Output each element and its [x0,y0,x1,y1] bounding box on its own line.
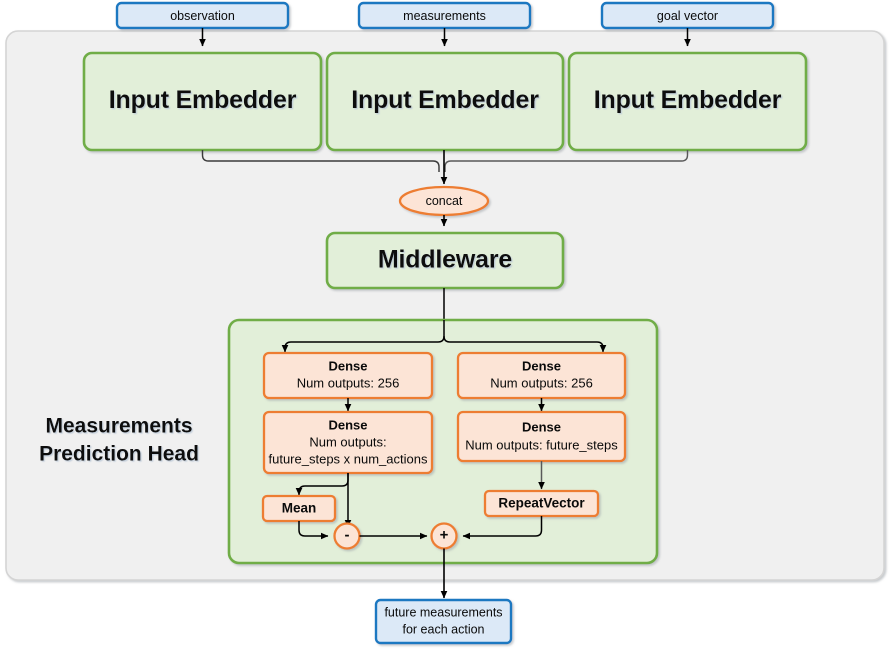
repeat-vector-node-label: RepeatVector [498,496,585,511]
input-box-goal-vector-label: goal vector [657,9,718,23]
connector-repeatvector-to-add [462,516,543,540]
repeat-vector-node[interactable]: RepeatVector [483,489,600,518]
input-box-goal-vector[interactable]: goal vector [600,1,775,30]
input-box-observation[interactable]: observation [115,1,290,30]
middleware-node[interactable]: Middleware [325,231,565,290]
concat-node[interactable]: concat [398,185,490,217]
input-embedder-2[interactable]: Input Embedder [325,51,565,152]
connector-split-to-right-dense [443,335,607,353]
input-box-observation-label: observation [170,9,235,23]
prediction-head-title-line2: Prediction Head [39,443,199,466]
subtract-operator[interactable]: - [333,522,361,550]
concat-node-label: concat [426,194,463,208]
right-dense-output-subtitle: Num outputs: future_steps [465,437,618,452]
middleware-node-rect [325,231,565,290]
prediction-head-title-line1: Measurements [45,415,192,438]
left-dense-256-title: Dense [328,358,367,373]
subtract-operator-symbol: - [345,526,350,543]
output-box-rect [374,598,513,645]
right-dense-256-subtitle: Num outputs: 256 [490,375,593,390]
input-embedder-3-label: Input Embedder [594,86,782,114]
connector-split-to-left-dense [281,335,445,353]
add-operator-symbol: + [440,526,449,543]
left-dense-output[interactable]: Dense Num outputs: future_steps x num_ac… [262,410,434,475]
right-dense-output[interactable]: Dense Num outputs: future_steps [456,410,627,463]
left-dense-output-subtitle2: future_steps x num_actions [269,451,428,466]
right-dense-output-title: Dense [522,419,561,434]
output-box[interactable]: future measurements for each action [374,598,513,645]
right-dense-256[interactable]: Dense Num outputs: 256 [456,351,627,400]
connector-embedder3-to-merge [444,150,689,172]
input-embedder-2-rect [325,51,565,152]
input-embedder-2-label: Input Embedder [351,86,539,114]
left-dense-output-subtitle1: Num outputs: [309,434,386,449]
left-dense-256[interactable]: Dense Num outputs: 256 [262,351,434,400]
right-dense-256-title: Dense [522,358,561,373]
input-embedder-3[interactable]: Input Embedder [567,51,808,152]
left-dense-256-subtitle: Num outputs: 256 [297,375,400,390]
middleware-node-label: Middleware [378,246,512,274]
output-box-label-line1: future measurements [384,605,502,619]
output-box-label-line2: for each action [403,622,485,636]
mean-node-label: Mean [282,501,317,516]
input-embedder-1-label: Input Embedder [109,86,297,114]
add-operator[interactable]: + [430,522,458,550]
connector-mean-to-subtract [298,521,329,540]
left-dense-output-title: Dense [328,417,367,432]
input-box-measurements[interactable]: measurements [357,1,532,30]
input-embedder-1[interactable]: Input Embedder [82,51,323,152]
input-box-measurements-label: measurements [403,9,486,23]
mean-node[interactable]: Mean [261,494,337,523]
connector-embedder1-to-merge [201,150,440,172]
